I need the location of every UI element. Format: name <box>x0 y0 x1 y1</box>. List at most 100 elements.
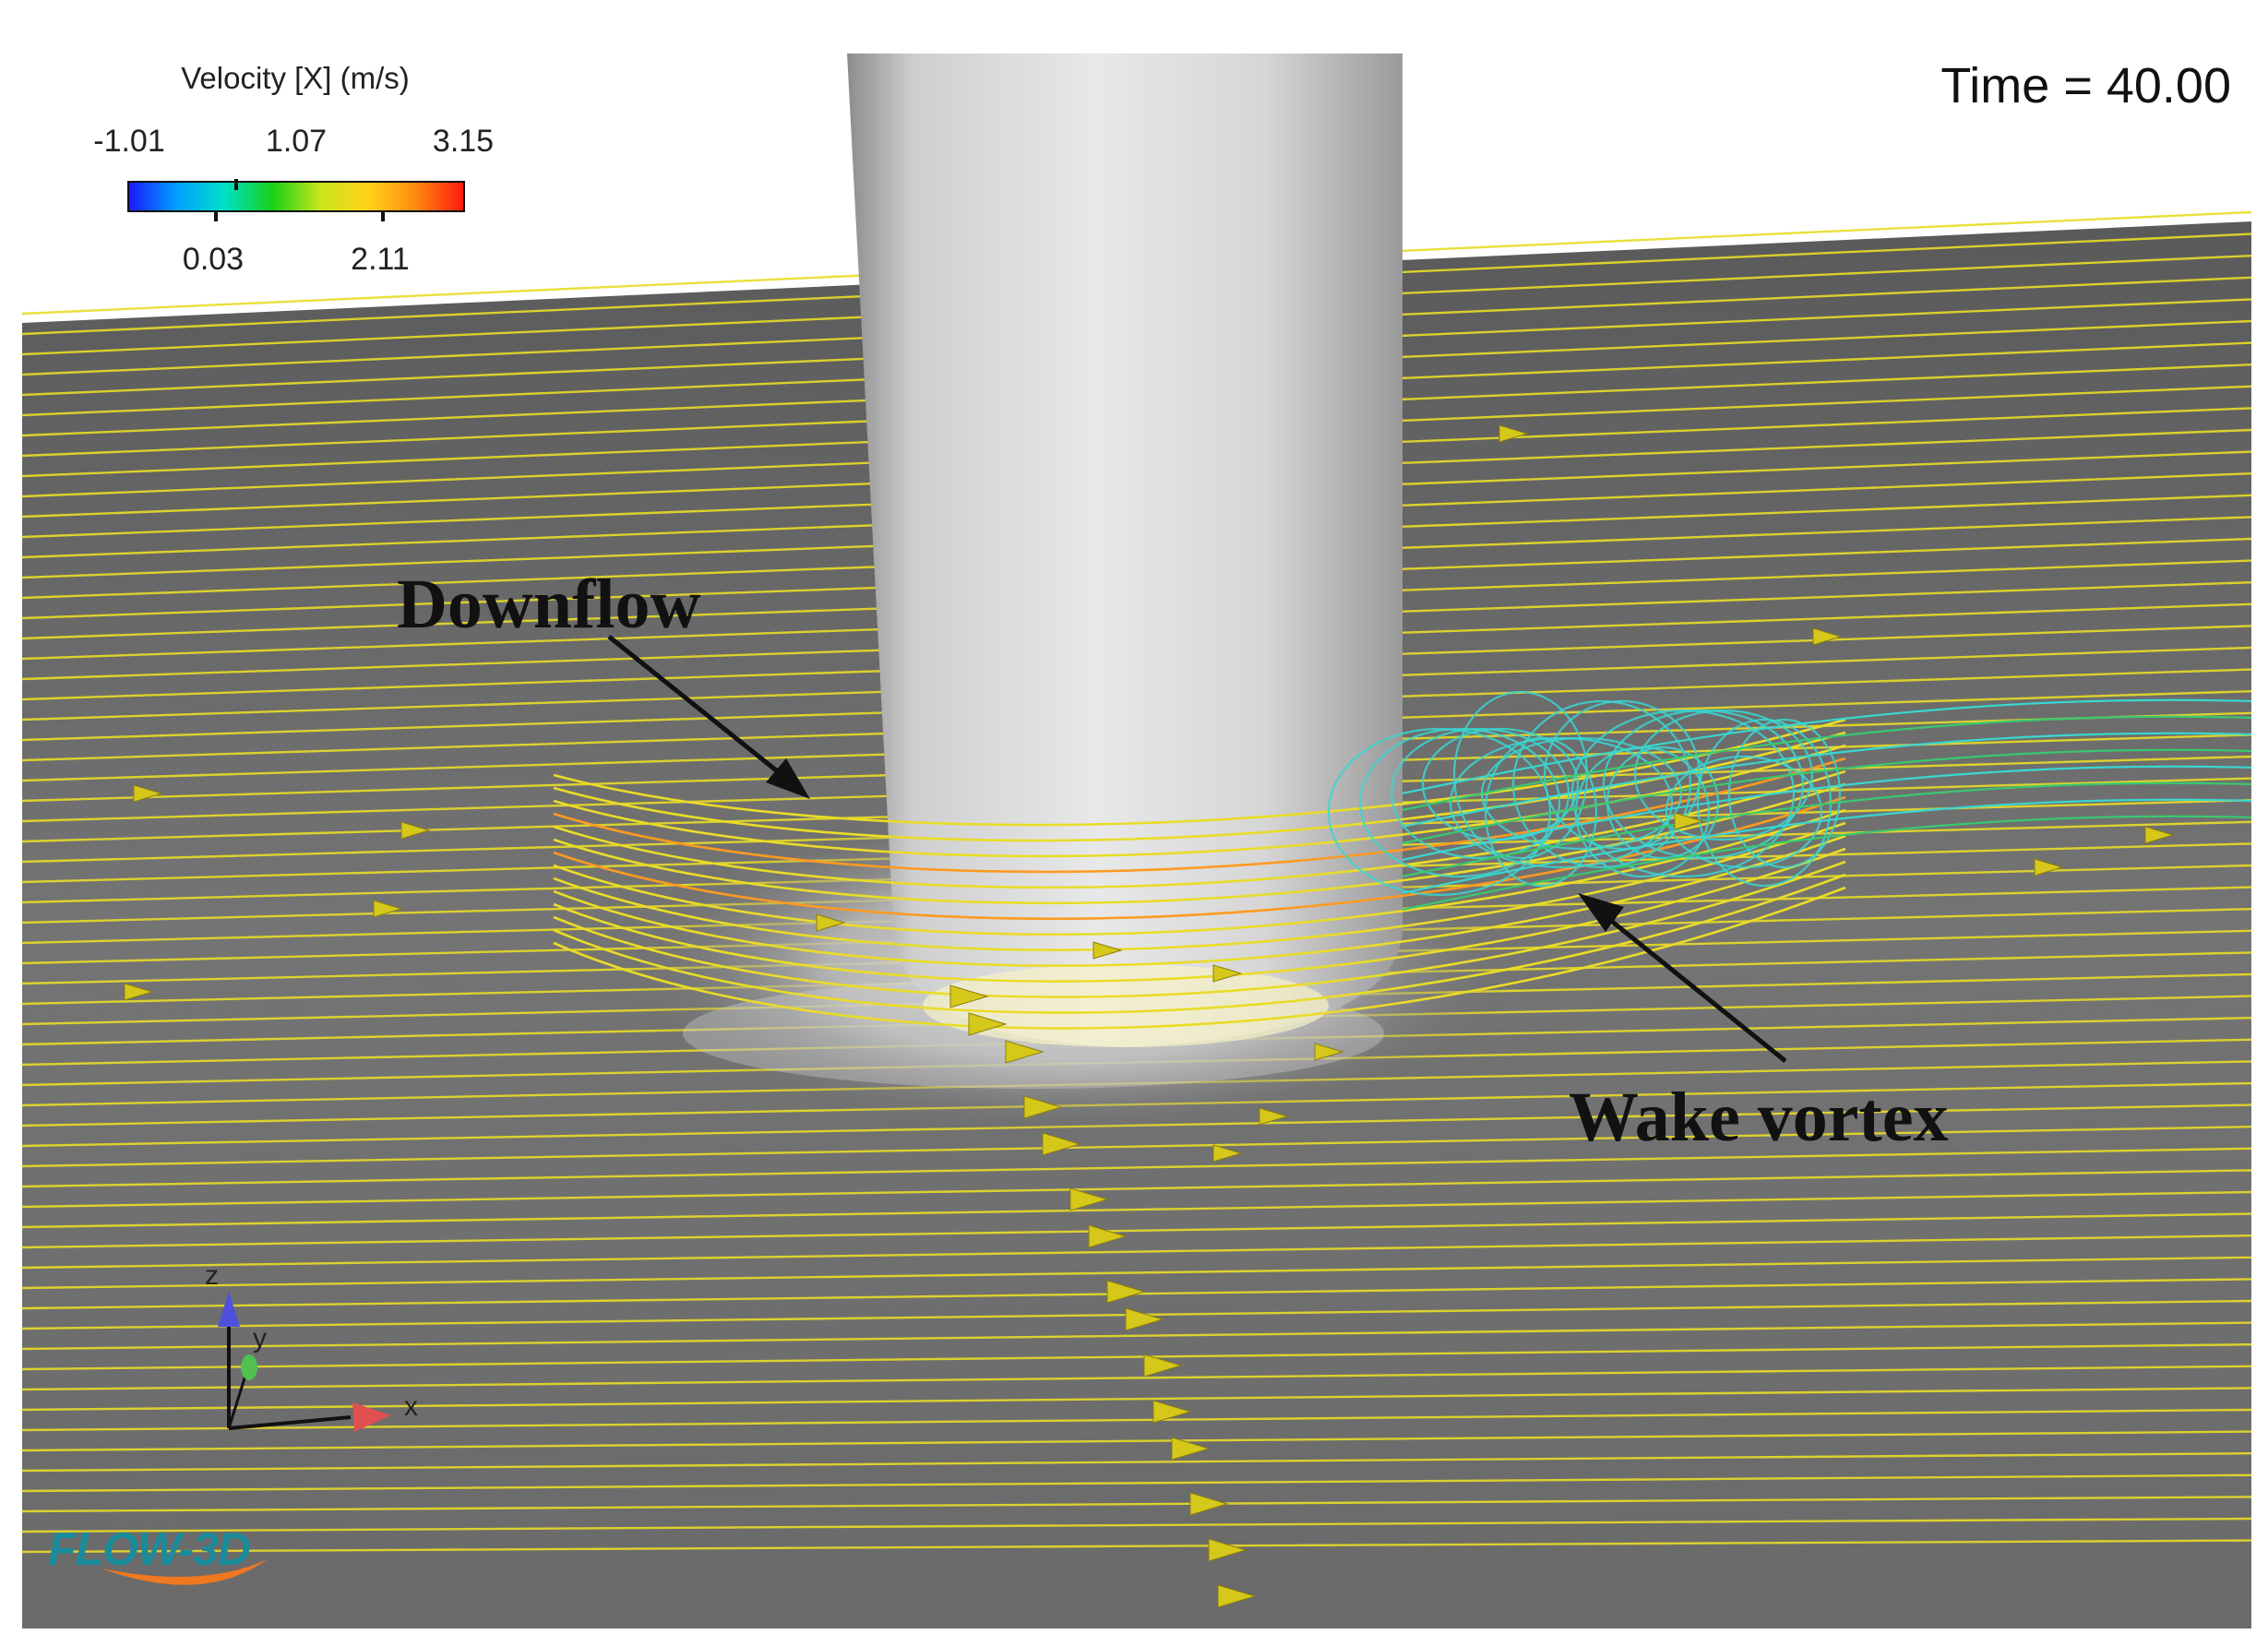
arrowhead <box>816 913 846 932</box>
axis-label-z: z <box>205 1260 219 1291</box>
logo-swoosh <box>101 1559 268 1585</box>
vortex-loop <box>1543 699 1701 851</box>
arrowhead <box>1314 1043 1344 1061</box>
colorbar-tick-mark <box>381 210 386 221</box>
wake-streamline <box>1402 798 2252 895</box>
arrowhead <box>1812 627 1843 646</box>
arrowhead <box>1171 1437 1211 1461</box>
downflow-arrow <box>607 635 795 786</box>
deflected-streamline <box>553 795 1846 921</box>
axis-label-x: x <box>404 1391 418 1422</box>
arrowhead <box>1092 941 1123 960</box>
deflected-streamline <box>553 769 1846 889</box>
streamline <box>21 1190 2252 1229</box>
vortex-loop <box>1665 755 1823 869</box>
deflected-streamline <box>553 718 1846 827</box>
arrowhead <box>1143 1354 1183 1378</box>
axis-triad: z y x <box>205 1260 418 1432</box>
streamline <box>21 1212 2252 1249</box>
pier-base-light <box>923 964 1329 1047</box>
deflected-streamline <box>553 808 1846 936</box>
deflected-streamline <box>553 757 1846 874</box>
streamline <box>21 1430 2252 1452</box>
arrowhead <box>1042 1132 1081 1156</box>
legend-tick-high: 2.11 <box>351 242 410 277</box>
legend-tick-low: 0.03 <box>182 242 245 277</box>
arrowhead <box>2034 858 2064 877</box>
streamline <box>21 1473 2252 1493</box>
wake-streamline <box>1402 815 2252 912</box>
y-axis-arrow <box>241 1354 257 1380</box>
wake-streamline <box>1402 781 2252 878</box>
velocity-colorbar <box>127 179 465 221</box>
flow3d-logo: FLOW-3D <box>48 1523 251 1575</box>
vortex-loop <box>1327 727 1552 897</box>
legend-tick-max: 3.15 <box>432 124 495 159</box>
arrowhead <box>1088 1224 1128 1248</box>
bridge-pier <box>847 54 1403 1047</box>
streamline <box>21 1126 2252 1168</box>
vortex-loop <box>1511 699 1692 869</box>
arrowhead <box>2144 826 2175 844</box>
arrowhead <box>1217 1584 1257 1608</box>
wake-vortex-streamlines <box>1327 690 2252 912</box>
deflected-streamline <box>553 860 1846 998</box>
wake-vortex-arrow <box>1594 907 1787 1063</box>
flow-arrowheads <box>124 424 2175 1608</box>
streamline <box>21 1451 2252 1473</box>
wake-vortex-arrowhead <box>1578 893 1624 932</box>
wake-streamline <box>1402 698 2252 795</box>
wake-streamline <box>1402 715 2252 812</box>
wake-vortex-label: Wake vortex <box>1569 1079 1949 1156</box>
arrowhead <box>1498 424 1529 443</box>
arrowhead <box>1106 1280 1146 1304</box>
time-readout: Time = 40.00 <box>1940 58 2231 113</box>
lower-streamlines <box>553 718 1846 1030</box>
colorbar-tick-mark <box>214 210 219 221</box>
downflow-arrowhead <box>766 758 810 799</box>
arrowhead <box>1212 964 1243 983</box>
vortex-loop <box>1358 727 1561 878</box>
arrowhead <box>1069 1187 1109 1211</box>
arrowhead <box>1005 1040 1044 1064</box>
arrowhead <box>968 1012 1008 1036</box>
legend-tick-min: -1.01 <box>93 124 165 159</box>
arrowhead <box>1152 1400 1192 1424</box>
streamline <box>21 1408 2252 1432</box>
arrowhead <box>1212 1144 1243 1163</box>
streamline <box>21 1365 2252 1391</box>
legend-tick-mid: 1.07 <box>265 124 328 159</box>
vortex-loop <box>1633 709 1814 841</box>
arrowhead <box>1674 812 1704 830</box>
wake-streamline <box>1402 748 2252 845</box>
deflected-streamline <box>553 731 1846 842</box>
arrowhead <box>1189 1492 1229 1516</box>
arrowhead <box>133 784 163 803</box>
streamline <box>21 1343 2252 1371</box>
vortex-loop <box>1602 709 1805 860</box>
wake-streamline <box>1402 765 2252 862</box>
downflow-label: Downflow <box>397 566 701 643</box>
arrowhead <box>400 821 431 840</box>
colorbar-tick-mark <box>233 179 238 190</box>
streamline <box>21 1539 2252 1554</box>
arrowhead <box>1125 1307 1164 1331</box>
streamline <box>21 1321 2252 1351</box>
x-axis-arrow <box>352 1402 391 1432</box>
streamline <box>21 1169 2252 1209</box>
arrowhead <box>1259 1107 1289 1126</box>
z-axis-arrow <box>218 1292 240 1327</box>
streamline <box>21 1496 2252 1513</box>
deflected-streamline <box>553 834 1846 967</box>
streamline <box>21 1517 2252 1533</box>
vortex-loop <box>1449 736 1674 869</box>
deflected-streamline <box>553 821 1846 951</box>
arrowhead <box>124 983 154 1001</box>
axis-label-y: y <box>253 1323 267 1354</box>
wake-streamline <box>1402 732 2252 829</box>
deflected-streamline <box>553 886 1846 1030</box>
streamline <box>21 1234 2252 1270</box>
arrowhead <box>1023 1095 1063 1119</box>
arrowhead <box>949 984 989 1008</box>
